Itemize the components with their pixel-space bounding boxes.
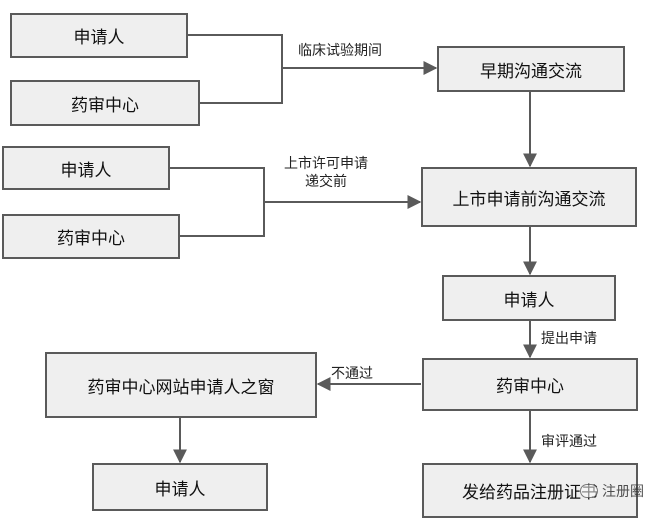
pre-app-comm-text: 上市申请前沟通交流	[452, 189, 606, 210]
early-comm-box: 早期沟通交流	[437, 46, 625, 92]
applicant-box-2-text: 申请人	[60, 160, 112, 181]
bracket-middle	[170, 167, 265, 237]
applicant-box-4-text: 申请人	[154, 479, 206, 500]
issue-cert-box: 发给药品注册证书	[422, 463, 638, 518]
center-box-2: 药审中心	[2, 214, 180, 259]
label-pass: 审评通过	[541, 434, 597, 450]
label-fail: 不通过	[331, 366, 373, 382]
window-text: 药审中心网站申请人之窗	[87, 377, 275, 398]
center-box-1: 药审中心	[10, 80, 200, 126]
applicant-box-3: 申请人	[442, 275, 616, 321]
pre-app-comm-box: 上市申请前沟通交流	[421, 167, 637, 227]
issue-cert-text: 发给药品注册证书	[462, 483, 598, 503]
label-submit: 提出申请	[541, 331, 597, 347]
watermark-text: 注册圈	[602, 484, 644, 500]
applicant-box-2: 申请人	[2, 146, 170, 190]
bracket-top	[188, 34, 283, 104]
watermark: 注册圈	[580, 478, 664, 504]
applicant-box-1-text: 申请人	[73, 28, 125, 48]
chat-bubble-icon	[580, 484, 598, 498]
center-box-3: 药审中心	[422, 358, 638, 411]
window-box: 药审中心网站申请人之窗	[45, 352, 317, 418]
center-box-3-text: 药审中心	[496, 377, 564, 397]
early-comm-text: 早期沟通交流	[480, 61, 582, 82]
applicant-box-4: 申请人	[92, 463, 268, 511]
label-before-submit-line1: 上市许可申请	[284, 156, 368, 172]
label-clinical-period: 临床试验期间	[298, 43, 382, 59]
label-before-submit-line2: 递交前	[305, 174, 347, 190]
applicant-box-3-text: 申请人	[503, 290, 555, 311]
center-box-1-text: 药审中心	[71, 95, 139, 116]
label-before-submit: 上市许可申请 递交前	[284, 155, 368, 191]
center-box-2-text: 药审中心	[57, 229, 125, 249]
applicant-box-1: 申请人	[10, 13, 188, 58]
